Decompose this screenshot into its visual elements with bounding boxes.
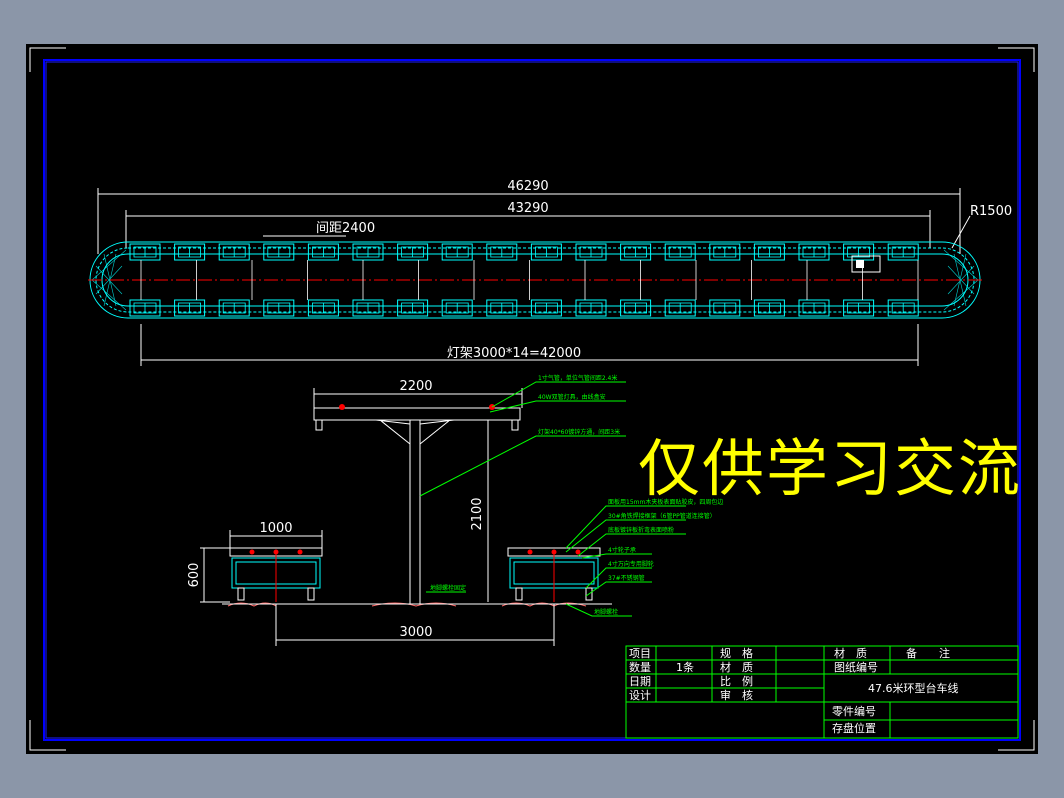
cart-icon <box>397 299 429 317</box>
cart-icon <box>307 299 339 317</box>
cart-icon <box>352 243 384 261</box>
drive-unit <box>851 255 881 273</box>
cart-icon <box>174 299 206 317</box>
tb-storage: 存盘位置 <box>832 721 876 735</box>
cart-icon <box>664 243 696 261</box>
cart-icon <box>753 299 785 317</box>
cart-icon <box>709 243 741 261</box>
tb-part-no: 零件编号 <box>832 704 876 718</box>
crossbars <box>140 260 919 300</box>
drawing-frame-inner <box>45 61 1019 739</box>
plan-view: 46290 43290 间距2400 灯架3000*14=42000 R1500 <box>88 179 1012 366</box>
tb-date: 日期 <box>629 675 651 688</box>
cart-row-bottom <box>129 299 919 317</box>
annotation-8: 4寸万向专用脚轮 <box>608 560 654 568</box>
tb-item: 项目 <box>629 647 651 660</box>
cart-icon <box>441 243 473 261</box>
annotation-6: 底板镀锌板折弯表面喷粉 <box>608 526 674 534</box>
cad-drawing: 46290 43290 间距2400 灯架3000*14=42000 R1500 <box>29 47 1035 751</box>
annotation-9: 37#不锈钢管 <box>608 574 645 582</box>
cart-icon <box>664 299 696 317</box>
annotation-4: 面板用15mm木夹板表面贴胶皮，四周包边 <box>608 498 723 506</box>
dim-overall-length: 46290 <box>507 179 548 194</box>
cart-icon <box>263 243 295 261</box>
cart-icon <box>753 243 785 261</box>
cart-icon <box>174 243 206 261</box>
cart-icon <box>887 243 919 261</box>
drawing-viewport[interactable]: 46290 43290 间距2400 灯架3000*14=42000 R1500 <box>26 44 1038 754</box>
cart-icon <box>843 299 875 317</box>
cart-icon <box>575 243 607 261</box>
annotation-10: 地脚螺栓固定 <box>430 584 466 592</box>
cart-table-right <box>501 547 601 607</box>
annotation-2: 40W双管灯具，由线盒安 <box>538 393 606 401</box>
cart-icon <box>709 299 741 317</box>
cart-icon <box>798 299 830 317</box>
cart-icon <box>218 243 250 261</box>
cart-icon <box>486 299 518 317</box>
cart-table-left <box>227 547 323 607</box>
annotation-5: 30#角铁焊接框架（6管PP管道连接管） <box>608 512 716 520</box>
tb-material: 材 质 <box>720 660 753 674</box>
cart-icon <box>620 243 652 261</box>
tb-quantity-value: 1条 <box>676 660 694 674</box>
cart-icon <box>530 243 562 261</box>
tb-spec: 规 格 <box>720 646 753 660</box>
cart-icon <box>307 243 339 261</box>
title-block <box>625 645 1019 739</box>
cart-icon <box>530 299 562 317</box>
tb-title: 47.6米环型台车线 <box>868 681 959 695</box>
tb-material2: 材 质 <box>834 646 867 660</box>
cart-icon <box>218 299 250 317</box>
cart-icon <box>129 299 161 317</box>
cart-icon <box>441 299 473 317</box>
cart-icon <box>352 299 384 317</box>
dim-inner-length: 43290 <box>507 201 548 216</box>
tb-scale: 比 例 <box>720 674 753 688</box>
cart-icon <box>620 299 652 317</box>
cart-row-top <box>129 243 919 261</box>
dim-table-spacing: 3000 <box>399 625 432 640</box>
dim-frame-height: 2100 <box>470 497 485 530</box>
cart-icon <box>397 243 429 261</box>
tb-drawing-no: 图纸编号 <box>834 660 878 674</box>
cart-icon <box>129 243 161 261</box>
elevation-view: 2200 2100 1000 600 <box>187 374 723 646</box>
annotation-1: 1寸气管，单位气管间距2.4米 <box>538 374 617 382</box>
corner-marks <box>29 47 1035 751</box>
dim-spacing: 间距2400 <box>316 221 375 236</box>
tb-remark: 备 注 <box>906 646 950 660</box>
watermark: 仅供学习交流 <box>638 432 1023 505</box>
cart-icon <box>798 243 830 261</box>
annotation-11: 地脚螺栓 <box>594 608 618 616</box>
light-beam <box>313 407 521 421</box>
tb-quantity: 数量 <box>629 661 651 674</box>
cart-icon <box>843 243 875 261</box>
annotation-3: 灯架40*60镀锌方通，间距3米 <box>538 428 620 436</box>
drawing-frame <box>43 59 1021 741</box>
dim-radius: R1500 <box>970 204 1012 219</box>
cart-icon <box>887 299 919 317</box>
dim-light-frame: 灯架3000*14=42000 <box>447 346 581 361</box>
cart-icon <box>486 243 518 261</box>
dim-table-width: 1000 <box>259 521 292 536</box>
dim-table-height: 600 <box>187 563 202 588</box>
annotation-7: 4寸轮子承 <box>608 546 636 554</box>
tb-review: 审 核 <box>720 688 753 702</box>
cart-icon <box>263 299 295 317</box>
cart-icon <box>575 299 607 317</box>
tb-design: 设计 <box>629 689 651 702</box>
dim-frame-width: 2200 <box>399 379 432 394</box>
